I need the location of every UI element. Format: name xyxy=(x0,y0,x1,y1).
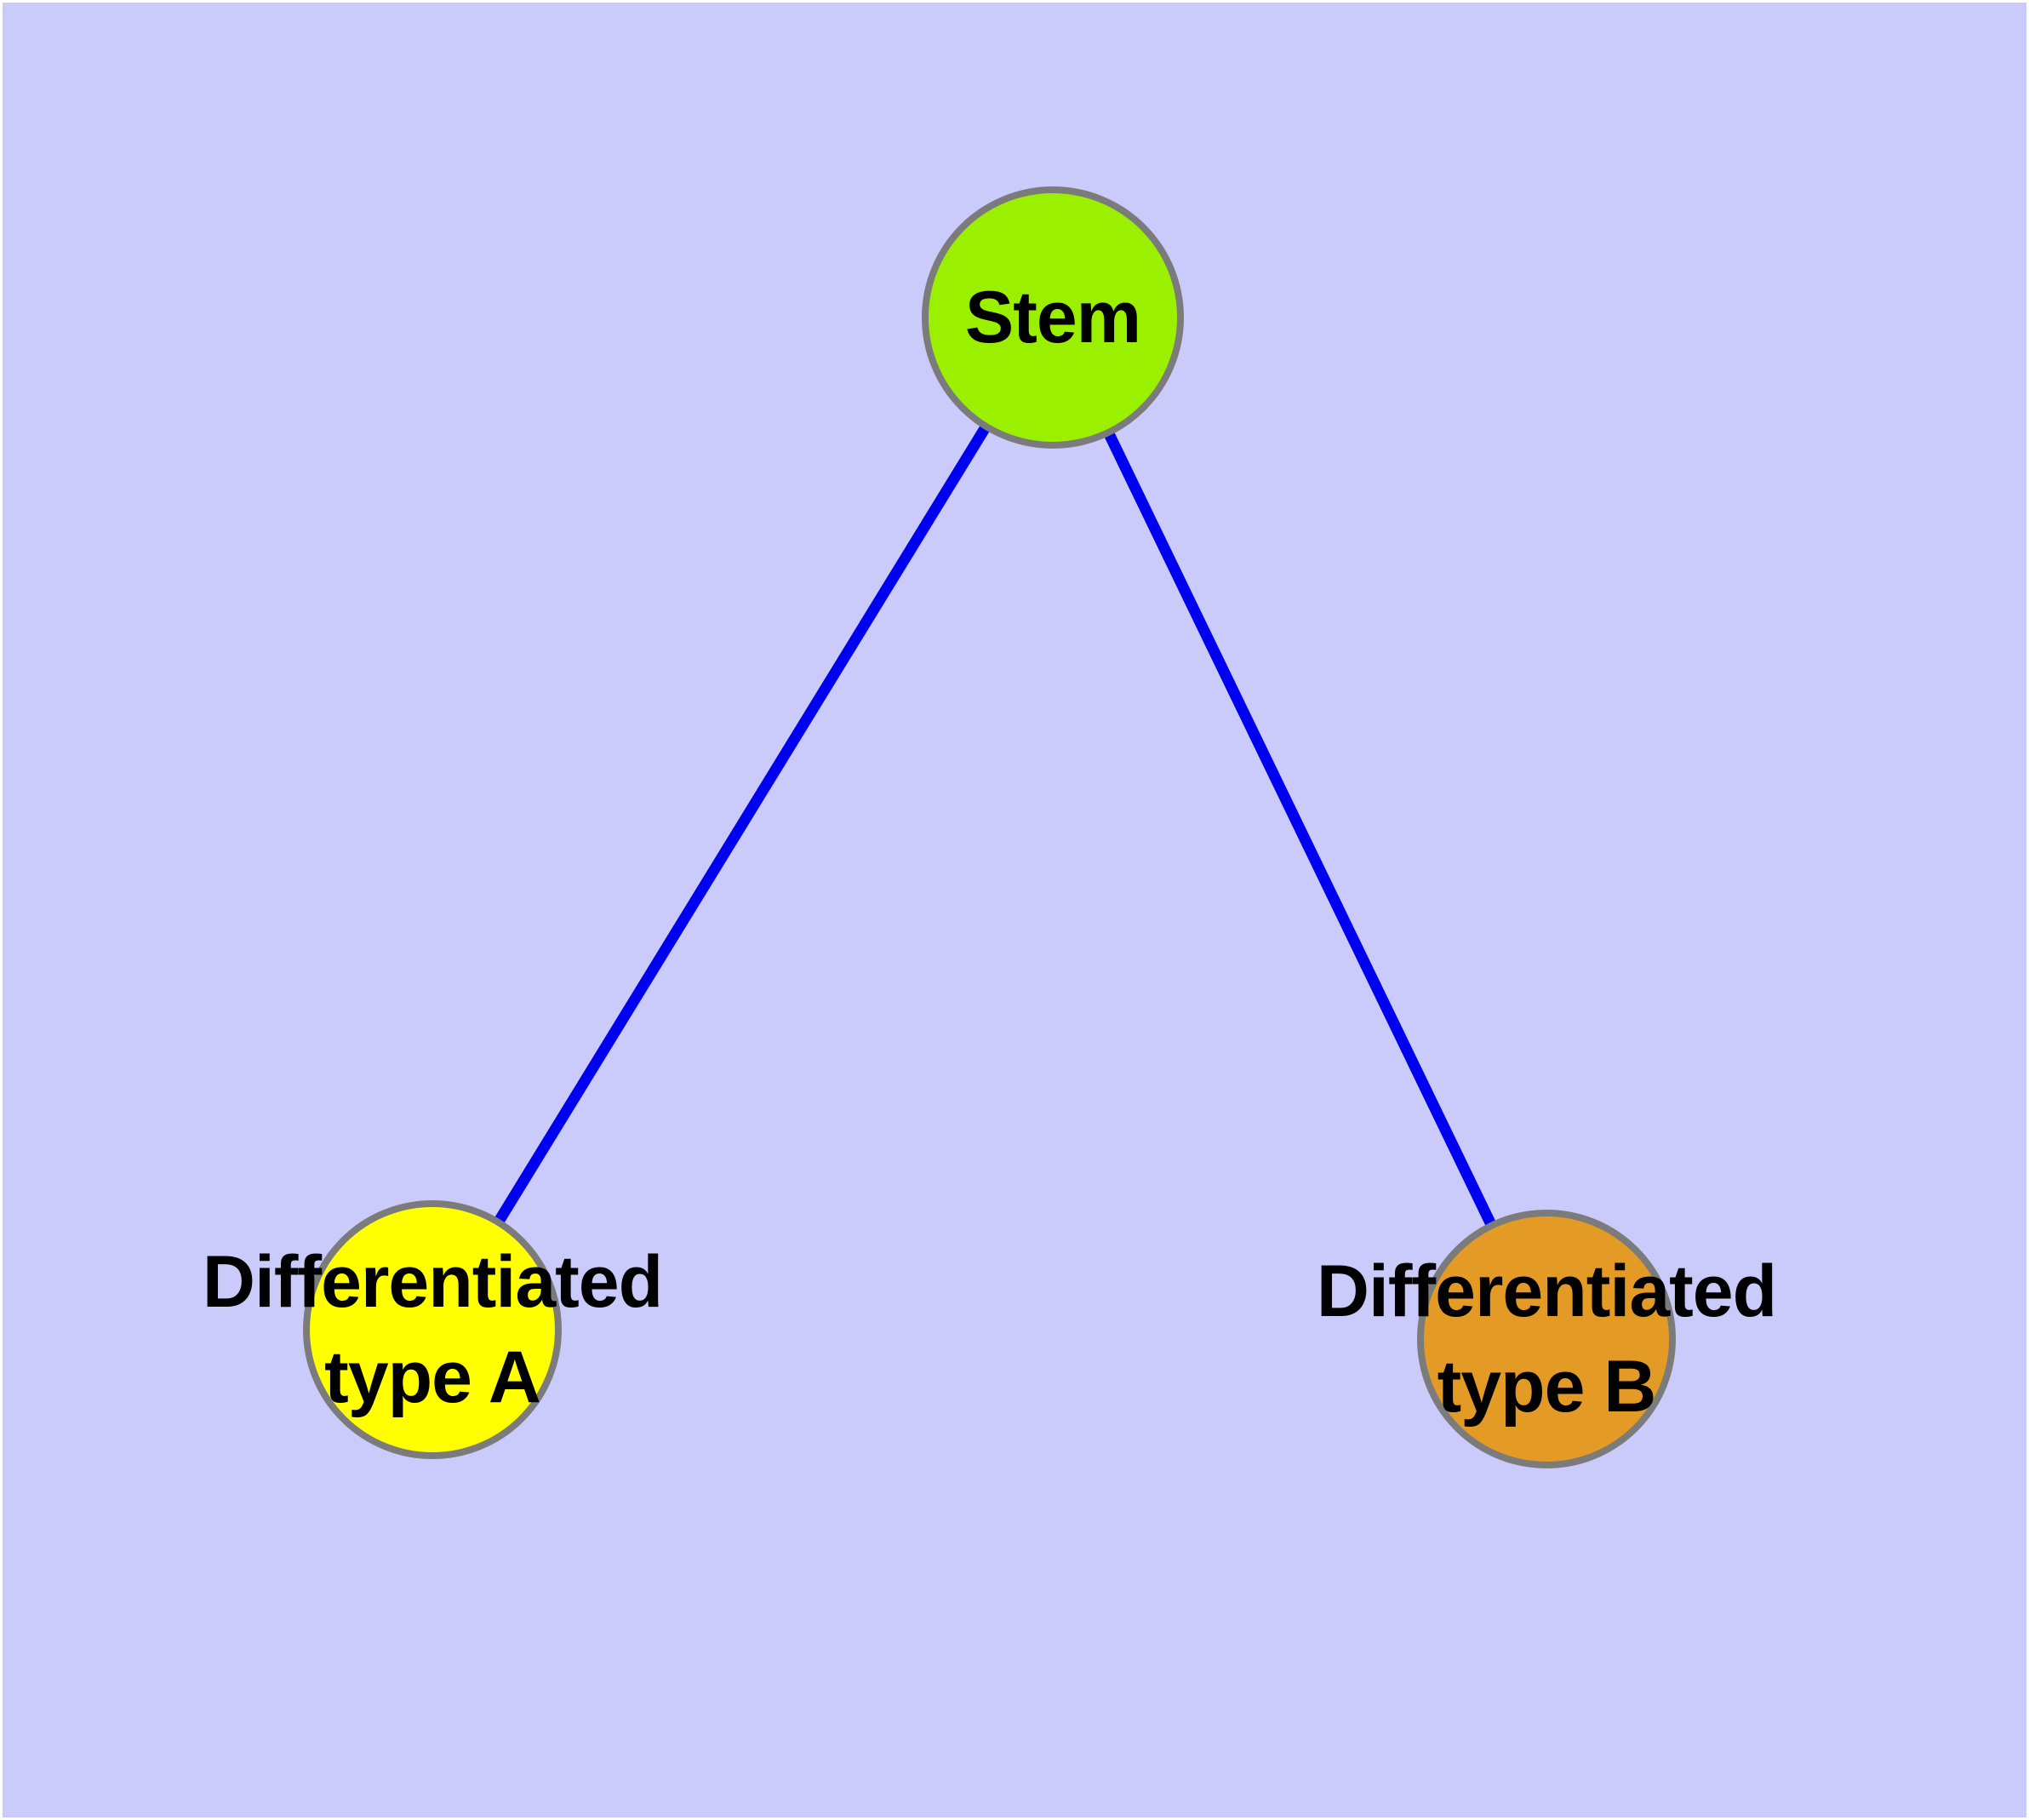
stem-node-label-text: Stem xyxy=(964,277,1141,358)
differentiated-type-a-node-circle xyxy=(303,1200,562,1459)
differentiated-type-b-label-line2: type B xyxy=(1437,1346,1657,1428)
differentiated-type-b-node-circle xyxy=(1417,1210,1676,1468)
differentiated-type-a-node-label: Differentiated type A xyxy=(202,1234,663,1425)
differentiated-type-a-label-line1: Differentiated xyxy=(202,1241,663,1323)
differentiated-type-b-label-line1: Differentiated xyxy=(1316,1251,1777,1332)
edge-stem-to-type-b xyxy=(1048,315,1552,1342)
differentiated-type-a-label-line2: type A xyxy=(324,1336,541,1418)
edge-stem-to-type-a xyxy=(427,314,1058,1333)
differentiated-type-b-node-label: Differentiated type B xyxy=(1316,1244,1777,1434)
stem-node-label: Stem xyxy=(964,270,1141,365)
stem-node-circle xyxy=(922,186,1184,449)
